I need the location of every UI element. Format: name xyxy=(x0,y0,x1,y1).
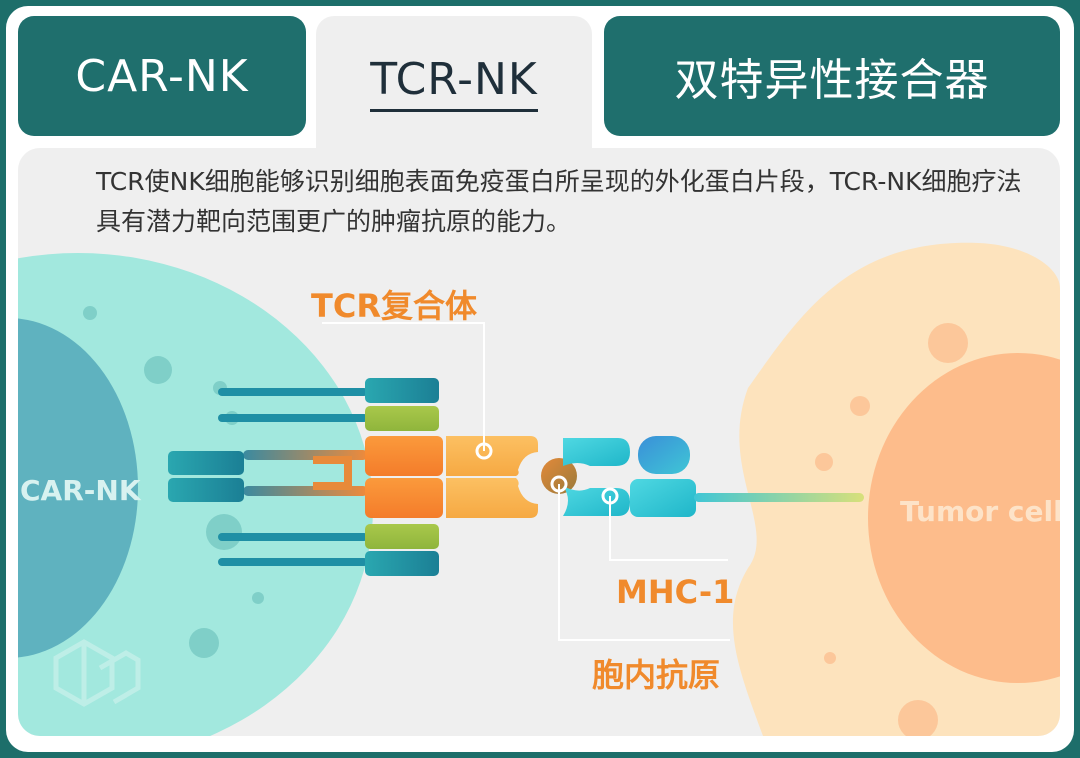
cd3-block xyxy=(168,451,244,475)
mhc-alpha2-domain xyxy=(563,486,630,516)
content-panel: TCR使NK细胞能够识别细胞表面免疫蛋白所呈现的外化蛋白片段，TCR-NK细胞疗… xyxy=(18,148,1060,736)
tcr-disulfide-bridge xyxy=(313,456,352,490)
mhc-beta2m-domain xyxy=(638,436,690,474)
callout-dot-mhc xyxy=(601,487,619,505)
cd3-subunit xyxy=(365,551,439,576)
tumor-vesicle xyxy=(815,453,833,471)
callout-tcr-complex: TCR复合体 xyxy=(311,287,477,325)
tcr-variable-domain xyxy=(446,436,538,476)
callout-line-tcr xyxy=(322,322,485,451)
tcr-constant-domain xyxy=(365,436,443,476)
nk-vesicle xyxy=(144,356,172,384)
nk-cell-nucleus xyxy=(18,318,138,658)
nk-vesicle xyxy=(83,306,97,320)
tab-bispecific-engager-label: 双特异性接合器 xyxy=(674,55,990,106)
callout-line-antigen xyxy=(558,484,730,641)
watermark-logo-icon xyxy=(53,639,141,707)
tab-tcr-nk[interactable]: TCR-NK xyxy=(316,16,592,150)
mhc-alpha1-domain xyxy=(563,438,630,466)
callout-dot-antigen xyxy=(550,475,568,493)
tcr-constant-domain xyxy=(365,478,443,518)
callout-dot-tcr xyxy=(475,442,493,460)
description-text: TCR使NK细胞能够识别细胞表面免疫蛋白所呈现的外化蛋白片段，TCR-NK细胞疗… xyxy=(96,167,1022,236)
tcr-variable-domain xyxy=(446,478,538,518)
receptor-stem xyxy=(218,533,368,541)
cd3-subunit xyxy=(365,406,439,431)
tab-car-nk[interactable]: CAR-NK xyxy=(18,16,306,136)
tumor-cell-label: Tumor cell xyxy=(900,495,1060,528)
tumor-vesicle xyxy=(898,700,938,736)
nk-vesicle xyxy=(206,514,242,550)
cd3-subunit xyxy=(365,524,439,549)
tab-car-nk-label: CAR-NK xyxy=(75,50,249,102)
receptor-stem xyxy=(218,558,368,566)
mhc-transmembrane-tail xyxy=(694,493,864,502)
nk-vesicle xyxy=(252,592,264,604)
tumor-vesicle xyxy=(928,323,968,363)
mhc-alpha3-domain xyxy=(630,479,696,517)
callout-line-mhc xyxy=(609,496,728,561)
tab-bispecific-engager[interactable]: 双特异性接合器 xyxy=(604,16,1060,136)
callout-antigen: 胞内抗原 xyxy=(592,656,721,694)
cd3-subunit xyxy=(365,378,439,403)
nk-cell-label: CAR-NK xyxy=(20,474,141,507)
tumor-vesicle xyxy=(850,396,870,416)
tumor-cell-nucleus xyxy=(868,353,1060,683)
nk-vesicle xyxy=(189,628,219,658)
callout-mhc: MHC-1 xyxy=(616,573,735,611)
tcr-nk-diagram xyxy=(18,242,1060,736)
tab-tcr-nk-label: TCR-NK xyxy=(370,54,538,112)
cd3-block xyxy=(168,478,244,502)
receptor-stem xyxy=(218,414,368,422)
tumor-vesicle xyxy=(824,652,836,664)
receptor-stem xyxy=(218,388,368,396)
